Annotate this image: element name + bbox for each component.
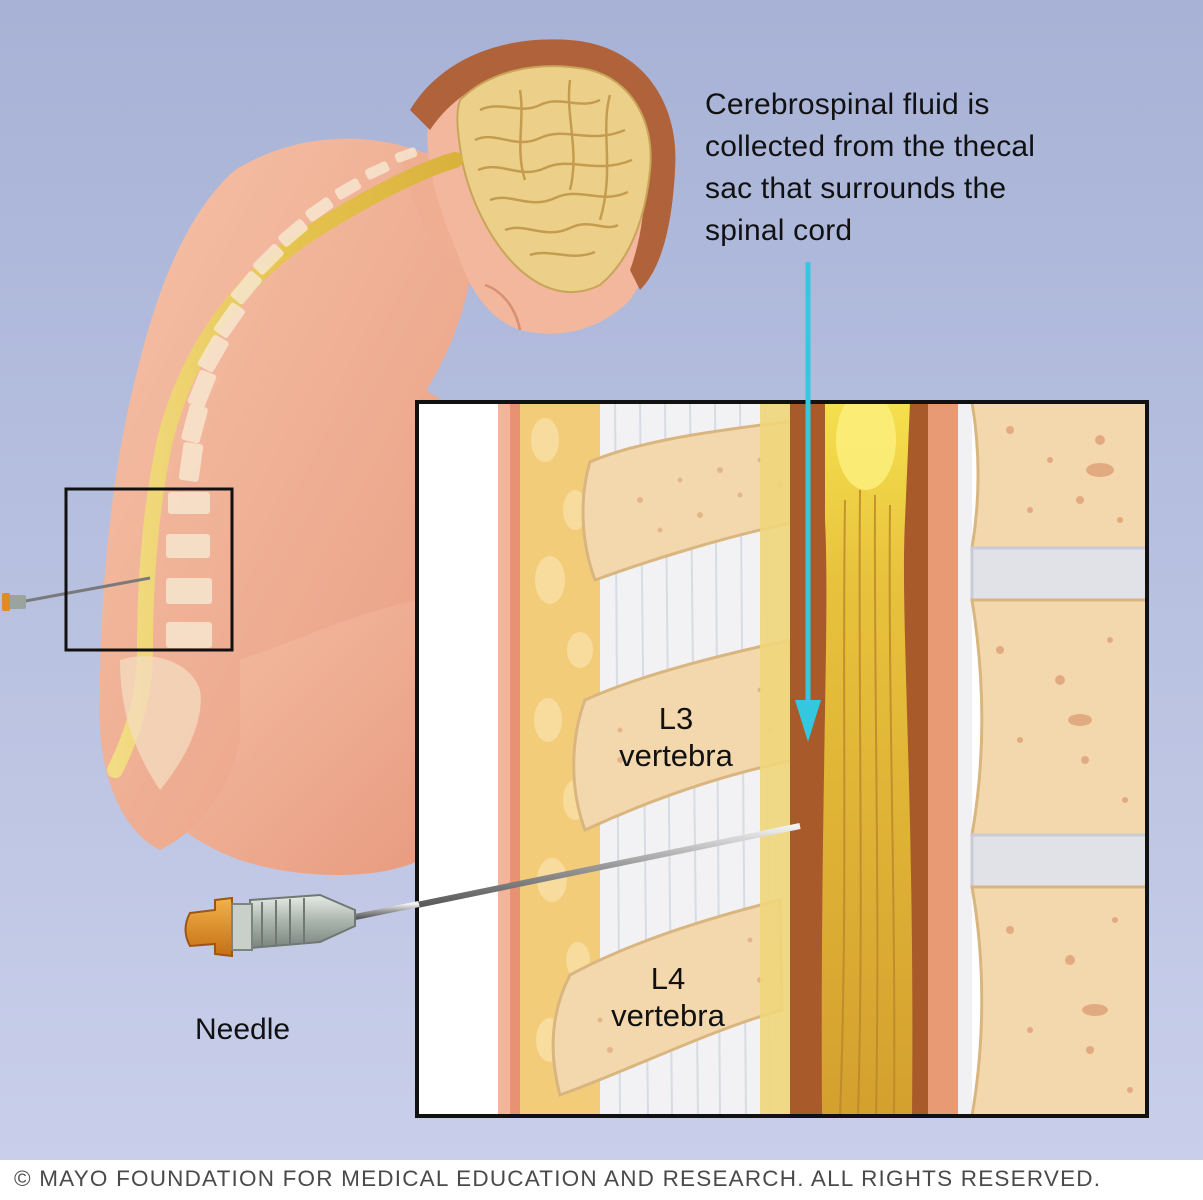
callout-line-3: sac that surrounds the xyxy=(705,172,1007,205)
copyright-bar: © MAYO FOUNDATION FOR MEDICAL EDUCATION … xyxy=(0,1160,1203,1200)
inset-panel xyxy=(417,402,1147,1116)
brain-folds xyxy=(474,79,633,257)
needle-cap xyxy=(184,896,233,958)
patient-face-line xyxy=(484,283,522,331)
patient-hair xyxy=(410,39,676,291)
copyright-text: © MAYO FOUNDATION FOR MEDICAL EDUCATION … xyxy=(14,1166,1102,1191)
label-l3-vertebra: L3 vertebra xyxy=(606,700,746,774)
small-needle xyxy=(2,576,151,611)
cauda-equina xyxy=(821,402,913,1116)
label-needle: Needle xyxy=(195,1013,291,1046)
callout-line-1: Cerebrospinal fluid is xyxy=(705,88,990,121)
brain xyxy=(456,65,652,293)
callout-line-2: collected from the thecal xyxy=(705,130,1036,163)
callout-line-4: spinal cord xyxy=(705,214,853,247)
label-l3-word: vertebra xyxy=(619,738,733,773)
patient-figure xyxy=(2,39,676,875)
inset-border xyxy=(415,400,1149,1118)
spinous-processes xyxy=(551,418,807,1097)
label-l3-code: L3 xyxy=(658,701,694,736)
spine-vertebrae xyxy=(166,147,418,648)
label-l4-word: vertebra xyxy=(611,998,725,1033)
locator-box xyxy=(64,487,234,652)
patient-torso xyxy=(99,138,474,851)
label-l4-vertebra: L4 vertebra xyxy=(598,960,738,1034)
vertebral-bodies xyxy=(970,402,1147,1116)
spinal-needle xyxy=(184,893,420,958)
callout-text: Cerebrospinal fluid is collected from th… xyxy=(705,84,1175,252)
callout-arrow xyxy=(795,262,821,742)
sacrum xyxy=(120,656,201,790)
label-l4-code: L4 xyxy=(650,961,686,996)
